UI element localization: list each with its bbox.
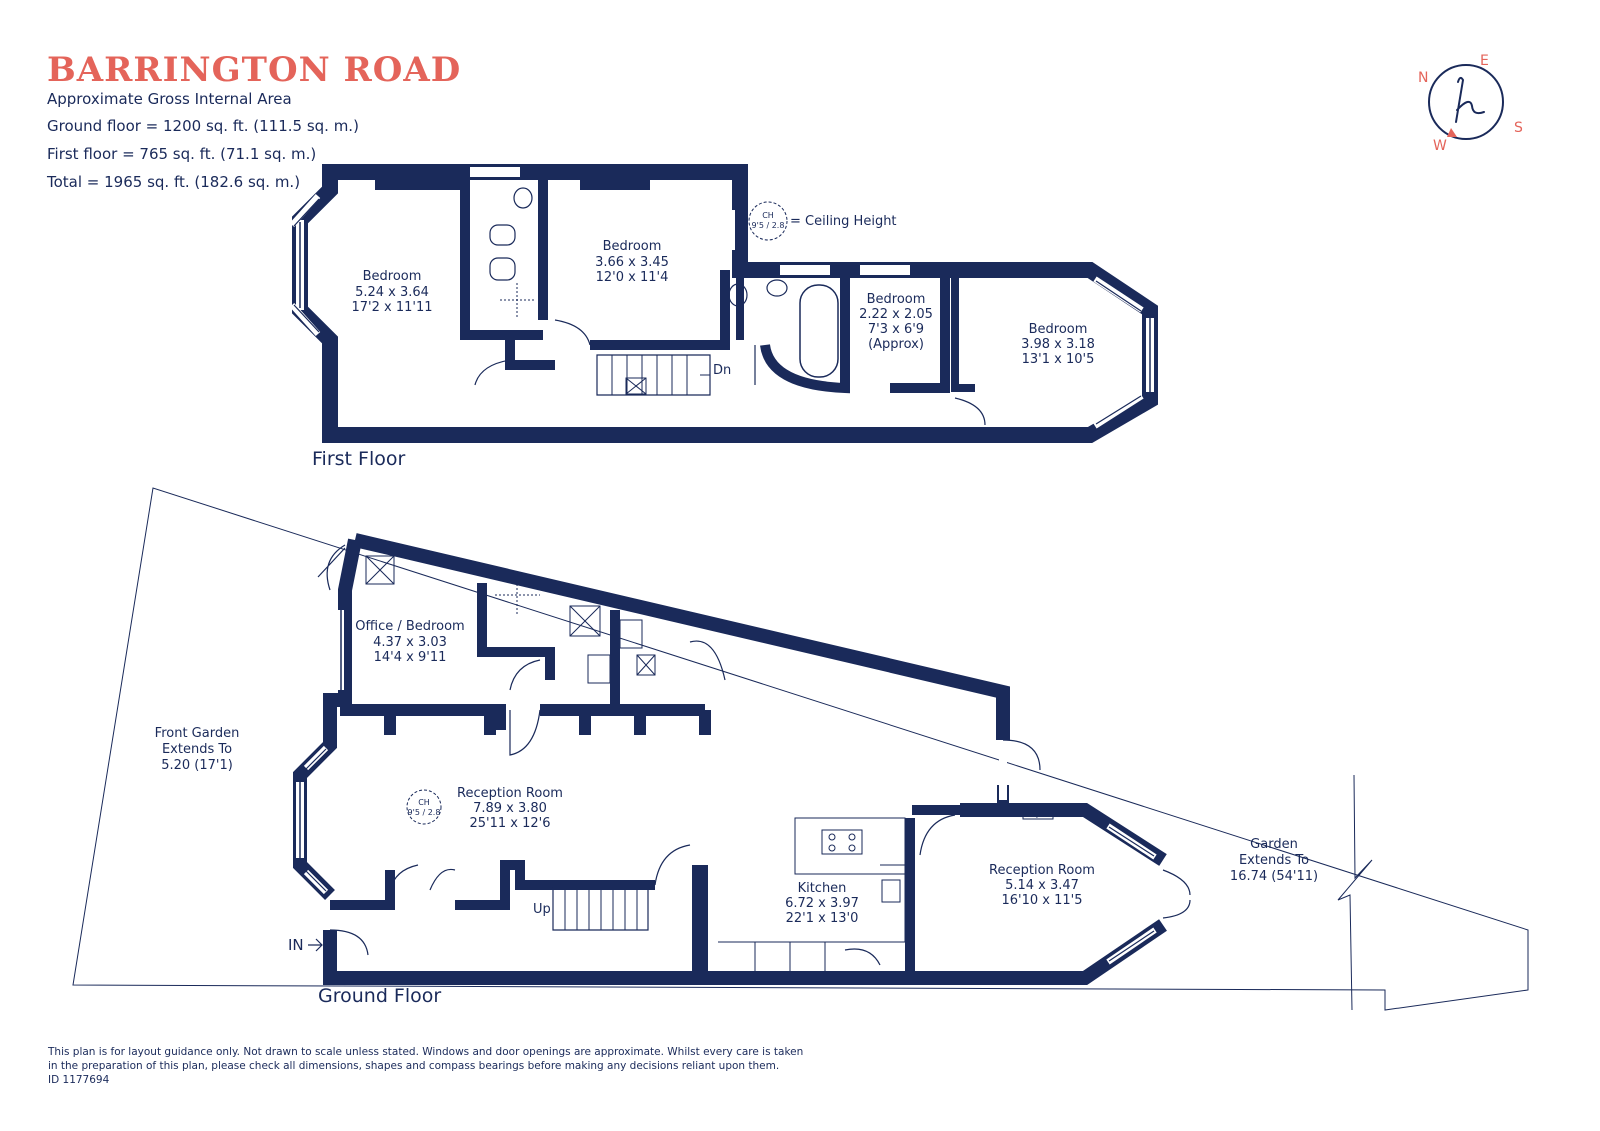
ground-floor-plan: Office / Bedroom 4.37 x 3.03 14'4 x 9'11… <box>72 487 1529 1011</box>
ff-room-3-metric: 2.22 x 2.05 <box>859 307 933 322</box>
ground-floor-area: Ground floor = 1200 sq. ft. (111.5 sq. m… <box>47 117 359 135</box>
front-garden-line-1: Front Garden <box>155 726 240 741</box>
ff-stairs-label: Dn <box>713 363 731 378</box>
gf-room-2-imperial: 25'11 x 12'6 <box>469 816 550 831</box>
gf-room-1-name: Office / Bedroom <box>355 619 464 634</box>
compass-logo: N E S W <box>1418 53 1523 154</box>
gf-ch-value: 9'5 / 2.8 <box>408 808 441 817</box>
ff-room-2-name: Bedroom <box>603 239 662 254</box>
ff-room-3-name: Bedroom <box>867 292 926 307</box>
legend-ch-value: 9'5 / 2.8 <box>752 221 785 230</box>
ff-room-3-note: (Approx) <box>868 337 924 352</box>
ff-bathroom-curve <box>760 270 850 394</box>
gf-room-4-imperial: 16'10 x 11'5 <box>1001 893 1082 908</box>
first-floor-label: First Floor <box>312 448 406 470</box>
gf-room-3-name: Kitchen <box>798 881 847 896</box>
compass-arrow <box>1447 128 1457 137</box>
disclaimer-line-1: This plan is for layout guidance only. N… <box>48 1046 804 1058</box>
compass-s: S <box>1514 120 1523 136</box>
ff-room-4-imperial: 13'1 x 10'5 <box>1022 352 1095 367</box>
gf-room-3-imperial: 22'1 x 13'0 <box>786 911 859 926</box>
gf-top-wall <box>353 533 1010 740</box>
ff-room-3-imperial: 7'3 x 6'9 <box>868 322 924 337</box>
ff-room-1-metric: 5.24 x 3.64 <box>355 285 429 300</box>
compass-monogram <box>1455 76 1485 123</box>
compass-ring <box>1428 64 1504 140</box>
ff-room-4-metric: 3.98 x 3.18 <box>1021 337 1095 352</box>
gf-room-1-imperial: 14'4 x 9'11 <box>374 650 447 665</box>
ff-room-2-metric: 3.66 x 3.45 <box>595 255 669 270</box>
legend-ch-label: = Ceiling Height <box>790 214 897 229</box>
garden-line-3: 16.74 (54'11) <box>1230 869 1318 884</box>
ff-room-1-name: Bedroom <box>363 269 422 284</box>
fridge-label: F <box>1036 811 1041 820</box>
garden-line-1: Garden <box>1250 837 1298 852</box>
gf-room-3-metric: 6.72 x 3.97 <box>785 896 859 911</box>
area-subtitle: Approximate Gross Internal Area <box>47 90 292 108</box>
gf-room-2-name: Reception Room <box>457 786 563 801</box>
gf-room-2-metric: 7.89 x 3.80 <box>473 801 547 816</box>
disclaimer-line-2: in the preparation of this plan, please … <box>48 1060 780 1072</box>
front-garden-line-3: 5.20 (17'1) <box>161 758 233 773</box>
disclaimer-id: ID 1177694 <box>48 1074 110 1086</box>
entrance-label: IN <box>288 936 304 954</box>
plot-boundary <box>72 487 1529 1011</box>
total-area: Total = 1965 sq. ft. (182.6 sq. m.) <box>47 173 301 191</box>
ground-floor-label: Ground Floor <box>318 985 442 1007</box>
ff-room-2-imperial: 12'0 x 11'4 <box>596 270 669 285</box>
first-floor-plan: Bedroom 5.24 x 3.64 17'2 x 11'11 Bedroom… <box>289 164 1158 443</box>
garden-line-2: Extends To <box>1239 853 1309 868</box>
gf-room-4-name: Reception Room <box>989 863 1095 878</box>
compass-w: W <box>1433 138 1447 154</box>
ceiling-height-legend: CH 9'5 / 2.8 = Ceiling Height <box>748 201 897 241</box>
gf-room-4-metric: 5.14 x 3.47 <box>1005 878 1079 893</box>
ff-room-4-name: Bedroom <box>1029 322 1088 337</box>
ff-room-1-imperial: 17'2 x 11'11 <box>351 300 432 315</box>
front-garden-line-2: Extends To <box>162 742 232 757</box>
gf-ch-symbol: CH <box>418 798 430 807</box>
compass-n: N <box>1418 70 1428 86</box>
gf-stairs-label: Up <box>533 902 551 917</box>
gf-bottom-wall <box>323 919 1167 985</box>
page-title: BARRINGTON ROAD <box>47 50 462 90</box>
gf-room-1-metric: 4.37 x 3.03 <box>373 635 447 650</box>
compass-e: E <box>1480 53 1489 69</box>
disclaimer: This plan is for layout guidance only. N… <box>48 1045 848 1087</box>
first-floor-area: First floor = 765 sq. ft. (71.1 sq. m.) <box>47 145 317 163</box>
ff-wall-ensuite <box>460 180 543 340</box>
legend-ch-symbol: CH <box>762 211 774 220</box>
